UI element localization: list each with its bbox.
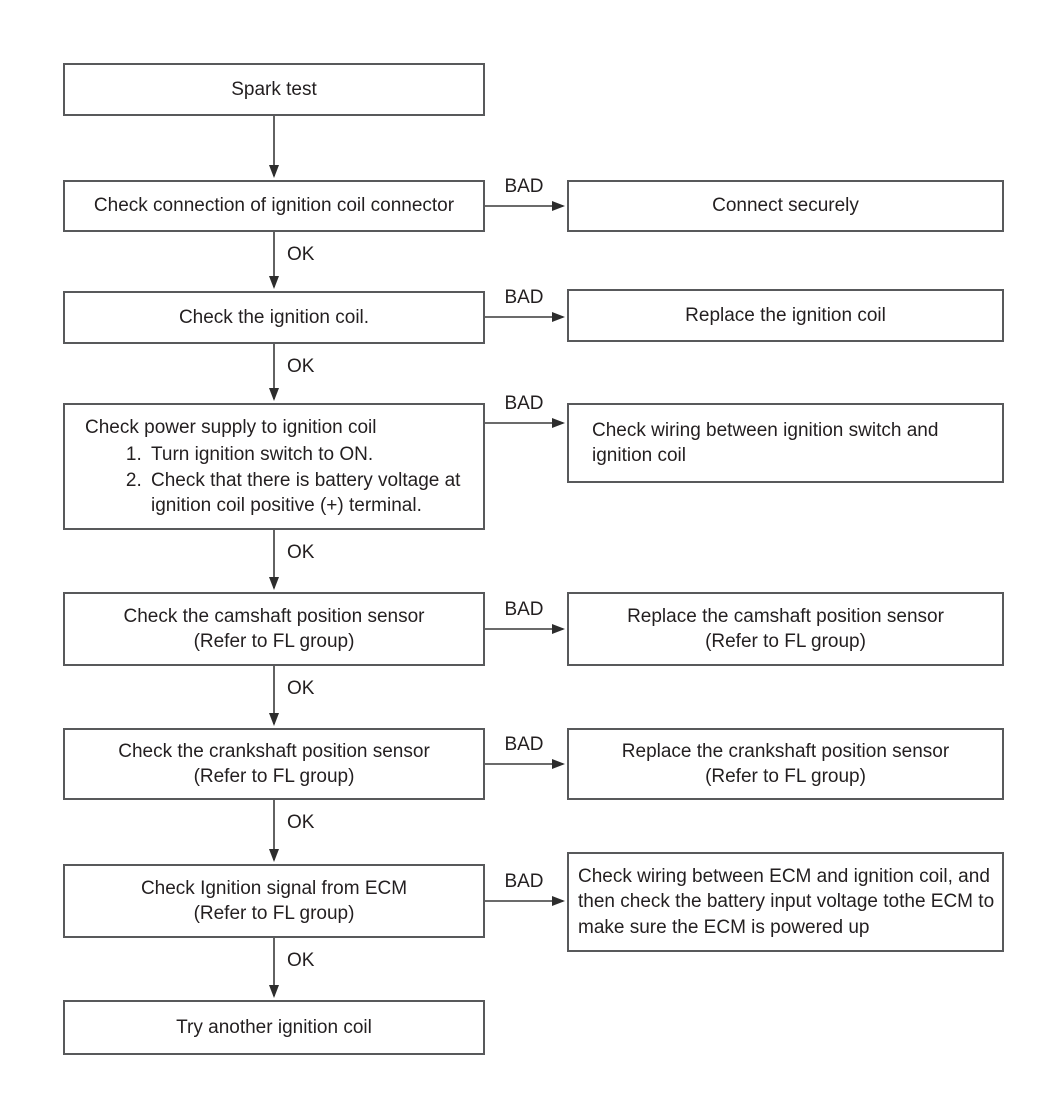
box-text: Check wiring between ignition switch and… [592,419,939,466]
ok-label: OK [287,542,315,563]
box-text: Replace the camshaft position sensor [627,605,944,627]
box-text: Spark test [231,78,317,100]
bad-label: BAD [504,176,544,197]
box-subtext: (Refer to FL group) [193,903,355,924]
box-list-item: Check that there is battery voltage at i… [147,468,475,518]
bad-label: BAD [504,599,544,620]
box-list-item: Turn ignition switch to ON. [147,442,475,467]
box-text: Check the crankshaft position sensor [118,740,430,762]
flow-box-replace-crankshaft-sensor: Replace the crankshaft position sensor (… [567,728,1004,800]
box-text: Connect securely [712,195,859,217]
flow-box-check-wiring-switch-coil: Check wiring between ignition switch and… [567,403,1004,483]
flow-box-check-crankshaft-sensor: Check the crankshaft position sensor (Re… [63,728,485,800]
flow-box-spark-test: Spark test [63,63,485,116]
box-subtext: (Refer to FL group) [705,766,866,787]
box-text: Check power supply to ignition coil [85,417,377,439]
box-text: Check connection of ignition coil connec… [93,195,455,217]
flow-box-check-camshaft-sensor: Check the camshaft position sensor (Refe… [63,592,485,666]
flow-box-check-wiring-ecm-coil: Check wiring between ECM and ignition co… [567,852,1004,952]
ok-label: OK [287,244,315,265]
box-subtext: (Refer to FL group) [193,631,355,652]
box-text: Check Ignition signal from ECM [140,877,408,899]
box-subtext: (Refer to FL group) [705,631,866,652]
box-text: Replace the crankshaft position sensor [621,740,950,762]
flow-box-replace-camshaft-sensor: Replace the camshaft position sensor (Re… [567,592,1004,666]
box-text: Try another ignition coil [176,1016,372,1038]
flow-box-replace-ignition-coil: Replace the ignition coil [567,289,1004,342]
ok-label: OK [287,812,315,833]
flow-box-check-power-supply: Check power supply to ignition coil Turn… [63,403,485,530]
ok-label: OK [287,678,315,699]
flow-box-check-ignition-coil: Check the ignition coil. [63,291,485,344]
flow-box-check-connector: Check connection of ignition coil connec… [63,180,485,232]
bad-label: BAD [504,871,544,892]
flow-box-check-ignition-signal-ecm: Check Ignition signal from ECM (Refer to… [63,864,485,938]
box-text: Check the camshaft position sensor [123,605,425,627]
flow-box-connect-securely: Connect securely [567,180,1004,232]
ok-label: OK [287,356,315,377]
box-text: Check wiring between ECM and ignition co… [578,866,995,938]
flow-box-try-another-coil: Try another ignition coil [63,1000,485,1055]
bad-label: BAD [504,734,544,755]
box-subtext: (Refer to FL group) [193,766,355,787]
box-text: Replace the ignition coil [685,304,886,326]
bad-label: BAD [504,393,544,414]
ok-label: OK [287,950,315,971]
bad-label: BAD [504,287,544,308]
box-list: Turn ignition switch to ON. Check that t… [85,442,475,517]
box-text: Check the ignition coil. [178,306,370,328]
